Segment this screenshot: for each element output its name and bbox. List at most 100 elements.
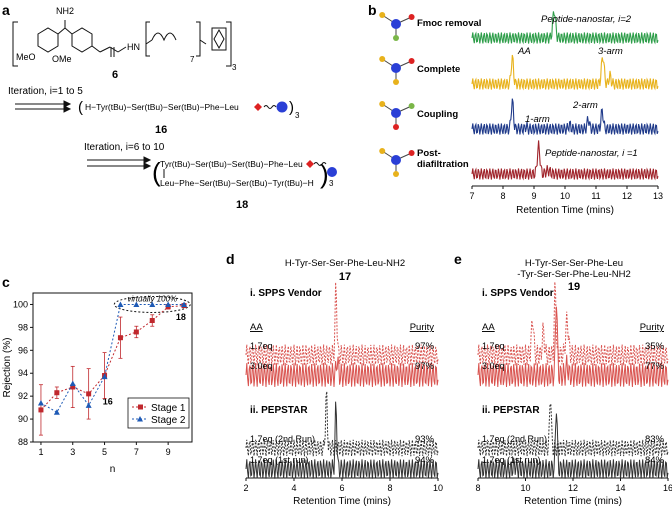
d-x-tick-label: 8	[387, 483, 392, 493]
c-point-2	[181, 301, 188, 307]
e-purity-value: 77%	[645, 361, 665, 372]
bracket-right	[226, 21, 232, 67]
e-trace-label: 1.7eq (2nd Run)	[482, 434, 547, 444]
nanostar-bead	[393, 35, 399, 41]
c-point-2	[37, 400, 44, 406]
c-point-1	[70, 384, 76, 390]
d-purity-value: 93%	[415, 434, 435, 445]
c-y-tick-label: 90	[18, 414, 28, 424]
b-x-axis-title: Retention Time (mins)	[516, 205, 614, 216]
d-x-tick-label: 6	[339, 483, 344, 493]
bracket-left	[12, 21, 18, 67]
d-x-axis-title: Retention Time (mins)	[293, 496, 391, 507]
b-x-tick-label: 9	[531, 191, 536, 201]
d-purity-value: 97%	[415, 361, 435, 372]
c-point-1	[38, 407, 44, 413]
iteration-2-label: Iteration, i=6 to 10	[84, 142, 165, 153]
c-legend-marker	[138, 404, 143, 410]
d-trace-label: 1.7eq (2nd Run)	[250, 434, 315, 444]
nanostar-bead	[408, 150, 415, 156]
panel-label-a: a	[2, 2, 10, 18]
d-col-aa: AA	[250, 322, 263, 333]
nanostar-bead	[393, 124, 399, 130]
compound-18-id: 18	[236, 199, 248, 211]
b-x-tick-label: 11	[591, 191, 600, 201]
b-x-tick-label: 8	[500, 191, 505, 201]
c-point-2	[101, 373, 108, 380]
c-y-tick-label: 92	[18, 391, 28, 401]
d-trace-3	[245, 391, 439, 457]
peg-linker	[151, 32, 177, 42]
d-col-purity: Purity	[410, 322, 435, 333]
bracket-16-open: (	[78, 99, 83, 116]
c-point-2	[53, 409, 60, 415]
e-purity-value: 35%	[645, 341, 665, 352]
e-col-purity: Purity	[640, 322, 665, 333]
bracket-18-open: (	[152, 157, 161, 187]
c-point-1	[117, 335, 123, 341]
core-sphere-18	[327, 167, 337, 177]
panel-label-e: e	[454, 251, 462, 267]
c-series-line-2	[40, 304, 185, 413]
e-trace-2	[477, 306, 669, 388]
e-compound-id: 19	[568, 281, 580, 293]
compound-16-id: 16	[155, 124, 167, 136]
c-y-axis-title: Rejection (%)	[2, 337, 13, 397]
nanostar-bead	[379, 101, 386, 108]
c-point-2	[117, 301, 124, 307]
nanostar-bead	[379, 148, 386, 155]
b-annotation: Peptide-nanostar, i =1	[545, 148, 638, 159]
e-x-tick-label: 14	[615, 483, 625, 493]
d-x-tick-label: 2	[243, 483, 248, 493]
nanostar-icon-1	[379, 12, 415, 41]
d-trace-2	[245, 356, 439, 388]
bracket-16-close: )	[289, 99, 294, 116]
c-point-2	[69, 380, 76, 387]
b-x-tick-label: 7	[469, 191, 474, 201]
e-x-tick-label: 8	[475, 483, 480, 493]
e-x-tick-label: 12	[568, 483, 578, 493]
e-x-tick-label: 16	[663, 483, 672, 493]
c-point-1	[133, 329, 139, 335]
peg-subscript-7: 7	[190, 55, 195, 64]
c-x-tick-label: 7	[134, 447, 139, 457]
nanostar-icon-2	[379, 56, 415, 85]
panel-label-c: c	[2, 274, 10, 290]
e-section-1: i. SPPS Vendor	[482, 288, 554, 299]
meo-label-2: OMe	[52, 54, 72, 64]
c-y-tick-label: 98	[18, 322, 28, 332]
b-annotation: 1-arm	[525, 114, 550, 125]
c-point-2	[85, 402, 92, 408]
c-legend-label: Stage 1	[151, 403, 186, 414]
c-x-tick-label: 1	[38, 447, 43, 457]
c-point-1	[54, 390, 60, 396]
c-y-tick-label: 96	[18, 345, 28, 355]
iteration-1-arrows	[15, 100, 72, 113]
d-trace-4	[245, 401, 439, 479]
e-trace-label: 3.0eq	[482, 361, 505, 371]
hn-label: HN	[127, 42, 140, 52]
c-annotation: virtually 100%	[127, 294, 177, 303]
linker-16	[263, 105, 277, 109]
e-x-tick-label: 10	[520, 483, 530, 493]
nanostar-bead	[379, 56, 386, 63]
c-x-tick-label: 5	[102, 447, 107, 457]
nanostar-bead	[393, 79, 399, 85]
b-annotation: 2-arm	[572, 100, 598, 111]
sequence-18-top: Tyr(tBu)−Ser(tBu)−Ser(tBu)−Phe−Leu	[160, 159, 303, 169]
sequence-18-bottom: Leu−Phe−Ser(tBu)−Ser(tBu)−Tyr(tBu)−H	[160, 178, 314, 188]
arm-subscript-3: 3	[232, 63, 237, 72]
d-trace-1	[245, 282, 439, 366]
c-point-2	[165, 301, 172, 307]
e-trace-label: 1.7eq	[482, 341, 505, 351]
nanostar-core	[391, 108, 401, 118]
arm-subscript-18: 3	[329, 179, 334, 188]
c-legend	[127, 397, 190, 429]
nanostar-bead	[408, 14, 415, 20]
c-plot-frame	[32, 292, 193, 443]
